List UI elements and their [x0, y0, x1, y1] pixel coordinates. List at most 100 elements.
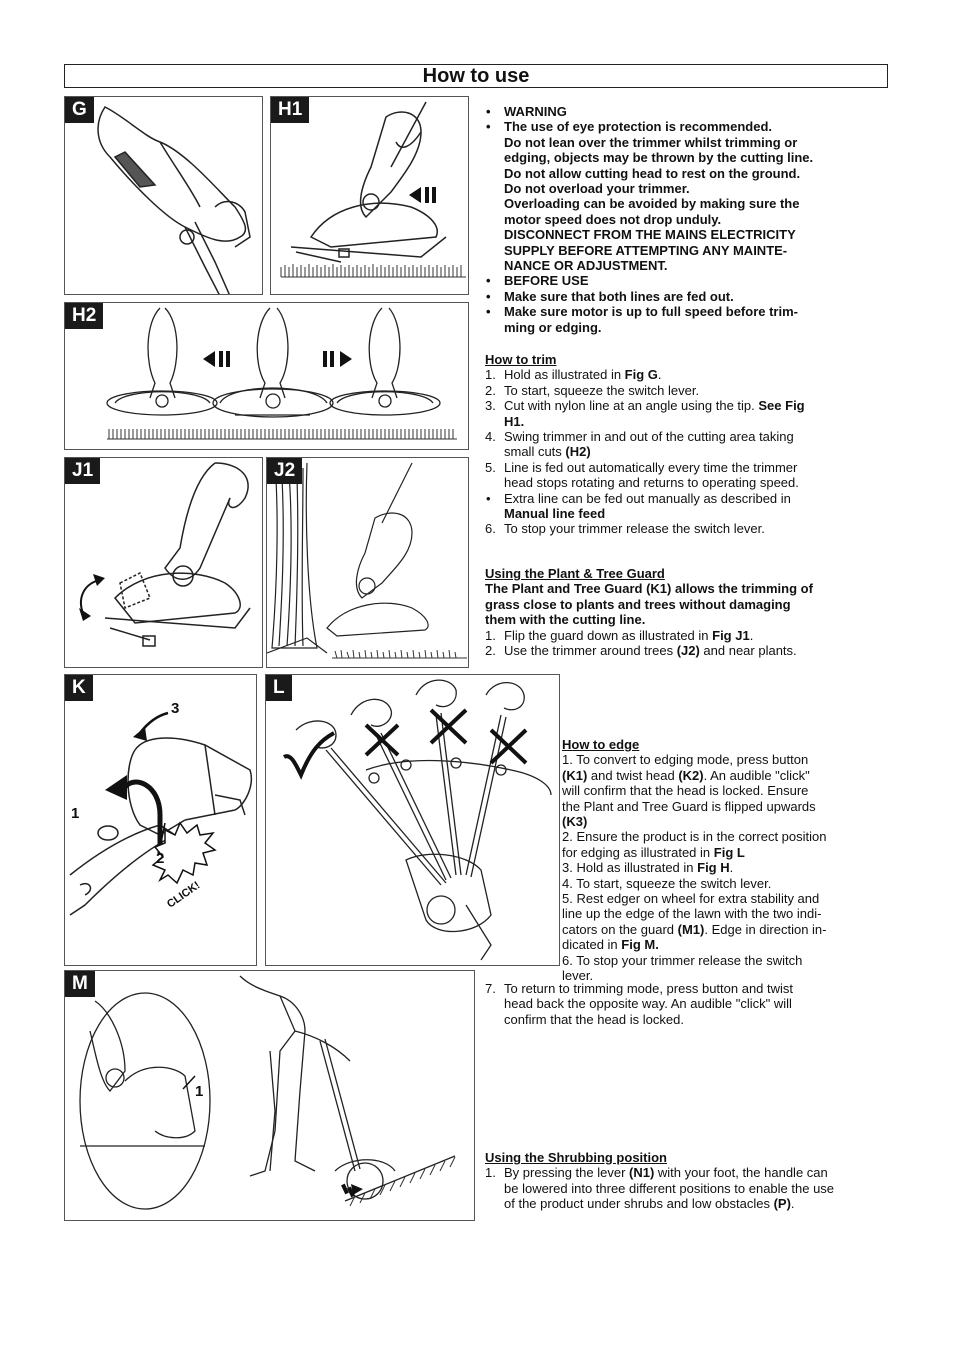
figure-g: G [64, 96, 263, 295]
warning-body: The use of eye protection is recommended… [485, 119, 890, 135]
section-reference: Manual line feed [504, 506, 606, 522]
step-text: with your foot, the handle can [654, 1165, 828, 1181]
edge-step-6: 6. To stop your trimmer release the swit… [562, 952, 803, 968]
step-text: . An audible "click" [703, 767, 810, 783]
figure-k-illustration [69, 711, 252, 916]
lines-fed-bullet: Make sure that both lines are fed out. [485, 288, 890, 305]
shrub-step-1-end: of the product under shrubs and low obst… [485, 1196, 890, 1211]
figure-k: 3 1 2 CLICK! K [64, 674, 257, 966]
guard-step-1: 1.Flip the guard down as illustrated in … [485, 628, 890, 643]
part-reference: (K3) [562, 814, 588, 830]
warning-line: motor speed does not drop unduly. [504, 211, 722, 227]
edge-step-5-cont: cators on the guard (M1). Edge in direct… [562, 922, 892, 937]
k-callout-1: 1 [71, 805, 80, 822]
step-text: Hold as illustrated in [504, 367, 625, 383]
step-text: Extra line can be fed out manually as de… [504, 490, 791, 506]
warning-bullet: WARNING [485, 104, 890, 120]
step-text: To stop your trimmer release the switch … [504, 521, 765, 537]
figure-h1-illustration [280, 101, 466, 278]
step-text: and near plants. [699, 643, 797, 659]
step-text: dicated in [562, 937, 622, 953]
before-use-title: BEFORE USE [504, 273, 589, 289]
figure-m-label: M [65, 971, 95, 997]
step-text: line up the edge of the lawn with the tw… [562, 906, 822, 922]
step-text: To return to trimming mode, press button… [504, 981, 794, 996]
figure-m-illustration [79, 975, 456, 1210]
part-reference: (K1) [562, 767, 588, 783]
before-use-bullet: BEFORE USE [485, 273, 890, 289]
trim-step-3: 3. Cut with nylon line at an angle using … [485, 398, 890, 413]
guard-intro-line: The Plant and Tree Guard (K1) allows the… [485, 581, 813, 597]
k-callout-2: 2 [156, 850, 165, 867]
step-number: 5. [485, 459, 496, 475]
figure-k-label: K [65, 675, 93, 701]
step-number: 6. [485, 521, 496, 537]
step-text: Use the trimmer around trees [504, 643, 677, 659]
step-number: 3. [485, 398, 496, 414]
warning-line: Do not lean over the trimmer whilst trim… [504, 134, 798, 150]
figure-j2-illustration [267, 462, 467, 659]
trim-step-4-cont: small cuts (H2) [485, 444, 890, 459]
step-text: . [749, 627, 754, 643]
how-to-edge-section: How to edge 1. To convert to edging mode… [562, 737, 892, 984]
figure-j1-illustration [79, 462, 251, 647]
step-text: lever. [562, 968, 594, 984]
figure-l-illustration [283, 679, 552, 961]
figure-reference: (H2) [565, 444, 591, 460]
lines-fed-text: Make sure that both lines are fed out. [504, 288, 734, 304]
trim-step-2: 2. To start, squeeze the switch lever. [485, 383, 890, 398]
step-text: for edging as illustrated in [562, 844, 714, 860]
figure-l-label: L [266, 675, 292, 701]
trim-step-1: 1.Hold as illustrated in Fig G. [485, 367, 890, 382]
step-text: Line is fed out automatically every time… [504, 459, 798, 475]
edge-step-5: 5. Rest edger on wheel for extra stabili… [562, 891, 820, 907]
shrubbing-heading: Using the Shrubbing position [485, 1150, 667, 1165]
part-reference: (M1) [677, 921, 705, 937]
edge-step-2: 2. Ensure the product is in the correct … [562, 829, 827, 845]
trim-step-6: 6. To stop your trimmer release the switc… [485, 521, 890, 536]
how-to-trim-heading: How to trim [485, 352, 557, 367]
edge-step-7-block: 7. To return to trimming mode, press butt… [485, 981, 890, 1027]
figure-m: 1 M [64, 970, 475, 1221]
step-number: 7. [485, 981, 496, 996]
figure-j1-label: J1 [65, 458, 101, 484]
step-text: To start, squeeze the switch lever. [504, 382, 700, 398]
warning-line: The use of eye protection is recommended… [504, 119, 773, 135]
warning-line: Overloading can be avoided by making sur… [504, 196, 800, 212]
warning-line: NANCE OR ADJUSTMENT. [504, 258, 668, 274]
trim-step-4: 4.Swing trimmer in and out of the cuttin… [485, 429, 890, 444]
step-text: head stops rotating and returns to opera… [504, 475, 799, 491]
step-text: of the product under shrubs and low obst… [504, 1196, 774, 1212]
step-text: . [790, 1196, 795, 1212]
how-to-trim-section: How to trim 1.Hold as illustrated in Fig… [485, 352, 890, 537]
step-text: will confirm that the head is locked. En… [562, 783, 809, 799]
page-title: How to use [422, 65, 530, 87]
step-text: Cut with nylon line at an angle using th… [504, 398, 759, 414]
step-text: cators on the guard [562, 921, 678, 937]
figure-g-label: G [65, 97, 94, 123]
step-number: 2. [485, 382, 496, 398]
step-text: . Edge in direction in- [704, 921, 827, 937]
figure-l: L [265, 674, 560, 966]
step-text: head back the opposite way. An audible "… [504, 996, 792, 1012]
edge-step-2-cont: for edging as illustrated in Fig L [562, 845, 892, 860]
how-to-edge-heading: How to edge [562, 737, 640, 752]
step-text: . [657, 367, 662, 383]
figure-h1: H1 [270, 96, 469, 295]
figure-j2-label: J2 [267, 458, 303, 484]
figure-h2-label: H2 [65, 303, 104, 329]
warning-line: Do not allow cutting head to rest on the… [504, 165, 801, 181]
edge-step-5-end: dicated in Fig M. [562, 937, 892, 952]
step-text: . [729, 860, 734, 876]
warning-line: DISCONNECT FROM THE MAINS ELECTRICITY [504, 227, 796, 243]
edge-step-1-cont: (K1) and twist head (K2). An audible "cl… [562, 768, 892, 783]
step-number: 1. [485, 367, 496, 383]
guard-intro-line: them with the cutting line. [485, 612, 646, 628]
plant-tree-guard-heading: Using the Plant & Tree Guard [485, 566, 665, 581]
figure-reference: Fig M. [621, 937, 659, 953]
figure-j1: J1 [64, 457, 263, 668]
figure-reference: Fig H [697, 860, 730, 876]
k-callout-3: 3 [171, 700, 180, 717]
edge-step-4: 4. To start, squeeze the switch lever. [562, 875, 772, 891]
part-reference: (K2) [678, 767, 704, 783]
